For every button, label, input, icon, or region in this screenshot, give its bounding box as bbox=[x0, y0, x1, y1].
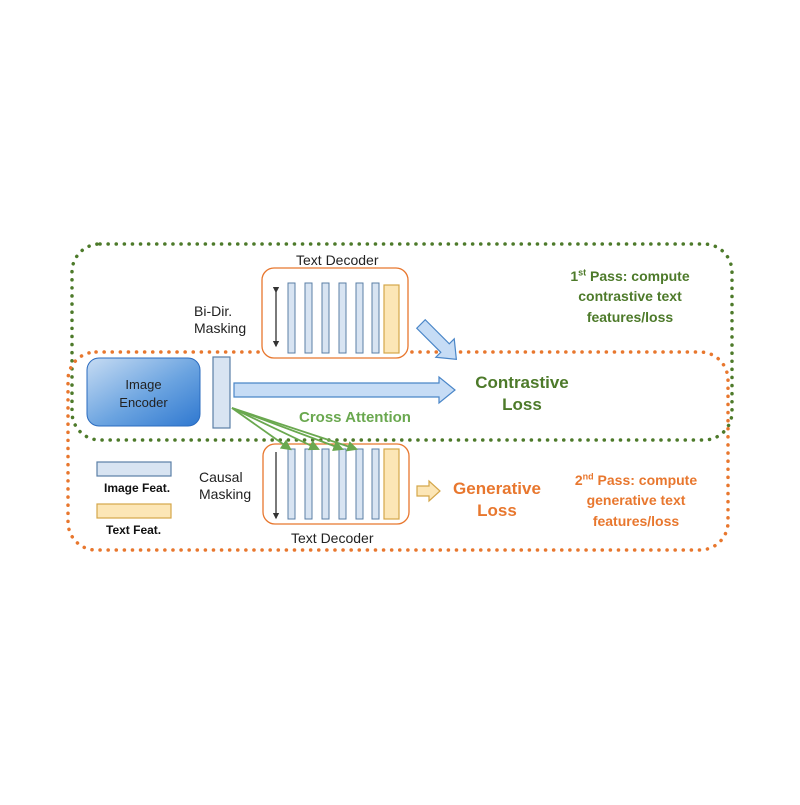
second-pass-line3: features/loss bbox=[592, 512, 680, 529]
second-pass-suffix: nd bbox=[582, 471, 594, 482]
causal-masking-label: Causal Masking bbox=[199, 469, 251, 503]
causal-line1: Causal bbox=[199, 469, 243, 485]
contrastive-line1: Contrastive bbox=[475, 373, 569, 392]
image-encoder-block bbox=[86, 357, 201, 427]
first-pass-label: 1st Pass: compute contrastive text featu… bbox=[560, 266, 700, 327]
first-pass-suffix: st bbox=[578, 267, 587, 278]
legend-text-feat-swatch bbox=[96, 503, 172, 519]
generative-line1: Generative bbox=[453, 479, 541, 498]
generative-line2: Loss bbox=[477, 501, 517, 521]
encoder-line2: Encoder bbox=[119, 394, 168, 410]
text-decoder-top-label: Text Decoder bbox=[296, 252, 379, 268]
second-pass-line2: generative text bbox=[586, 492, 686, 509]
first-pass-line3: features/loss bbox=[586, 308, 674, 325]
image-encoder-label: Image Encoder bbox=[87, 376, 200, 411]
decoder-to-contrastive-arrow bbox=[415, 318, 458, 361]
generative-loss-label: Generative Loss bbox=[442, 478, 552, 522]
contrastive-line2: Loss bbox=[502, 395, 542, 415]
second-pass-label: 2nd Pass: compute generative text featur… bbox=[566, 470, 706, 531]
first-pass-line2: contrastive text bbox=[578, 288, 682, 305]
first-pass-ordinal: 1 bbox=[570, 268, 579, 284]
bidir-masking-label: Bi-Dir. Masking bbox=[194, 303, 246, 337]
to-contrastive-arrow bbox=[233, 375, 456, 405]
causal-line2: Masking bbox=[199, 485, 252, 502]
cross-attention-arrows bbox=[231, 407, 359, 452]
to-generative-arrow bbox=[416, 479, 441, 503]
second-pass-ordinal: 2 bbox=[574, 472, 583, 488]
bidir-line1: Bi-Dir. bbox=[194, 303, 233, 319]
second-pass-line1: Pass: compute bbox=[593, 472, 698, 488]
bidir-line2: Masking bbox=[194, 319, 247, 336]
text-decoder-top-features bbox=[287, 282, 400, 354]
legend-text-feat-label: Text Feat. bbox=[106, 523, 162, 537]
image-feature-column bbox=[212, 356, 231, 429]
second-pass-region bbox=[66, 350, 730, 552]
legend-image-feat-label: Image Feat. bbox=[104, 481, 171, 495]
contrastive-loss-label: Contrastive Loss bbox=[462, 372, 582, 416]
legend-image-feat-swatch bbox=[96, 461, 172, 477]
cross-attention-label: Cross Attention bbox=[299, 409, 411, 426]
encoder-line1: Image bbox=[125, 377, 162, 392]
first-pass-line1: Pass: compute bbox=[586, 268, 690, 284]
text-decoder-bottom-label: Text Decoder bbox=[291, 530, 374, 546]
first-pass-region bbox=[70, 242, 734, 442]
